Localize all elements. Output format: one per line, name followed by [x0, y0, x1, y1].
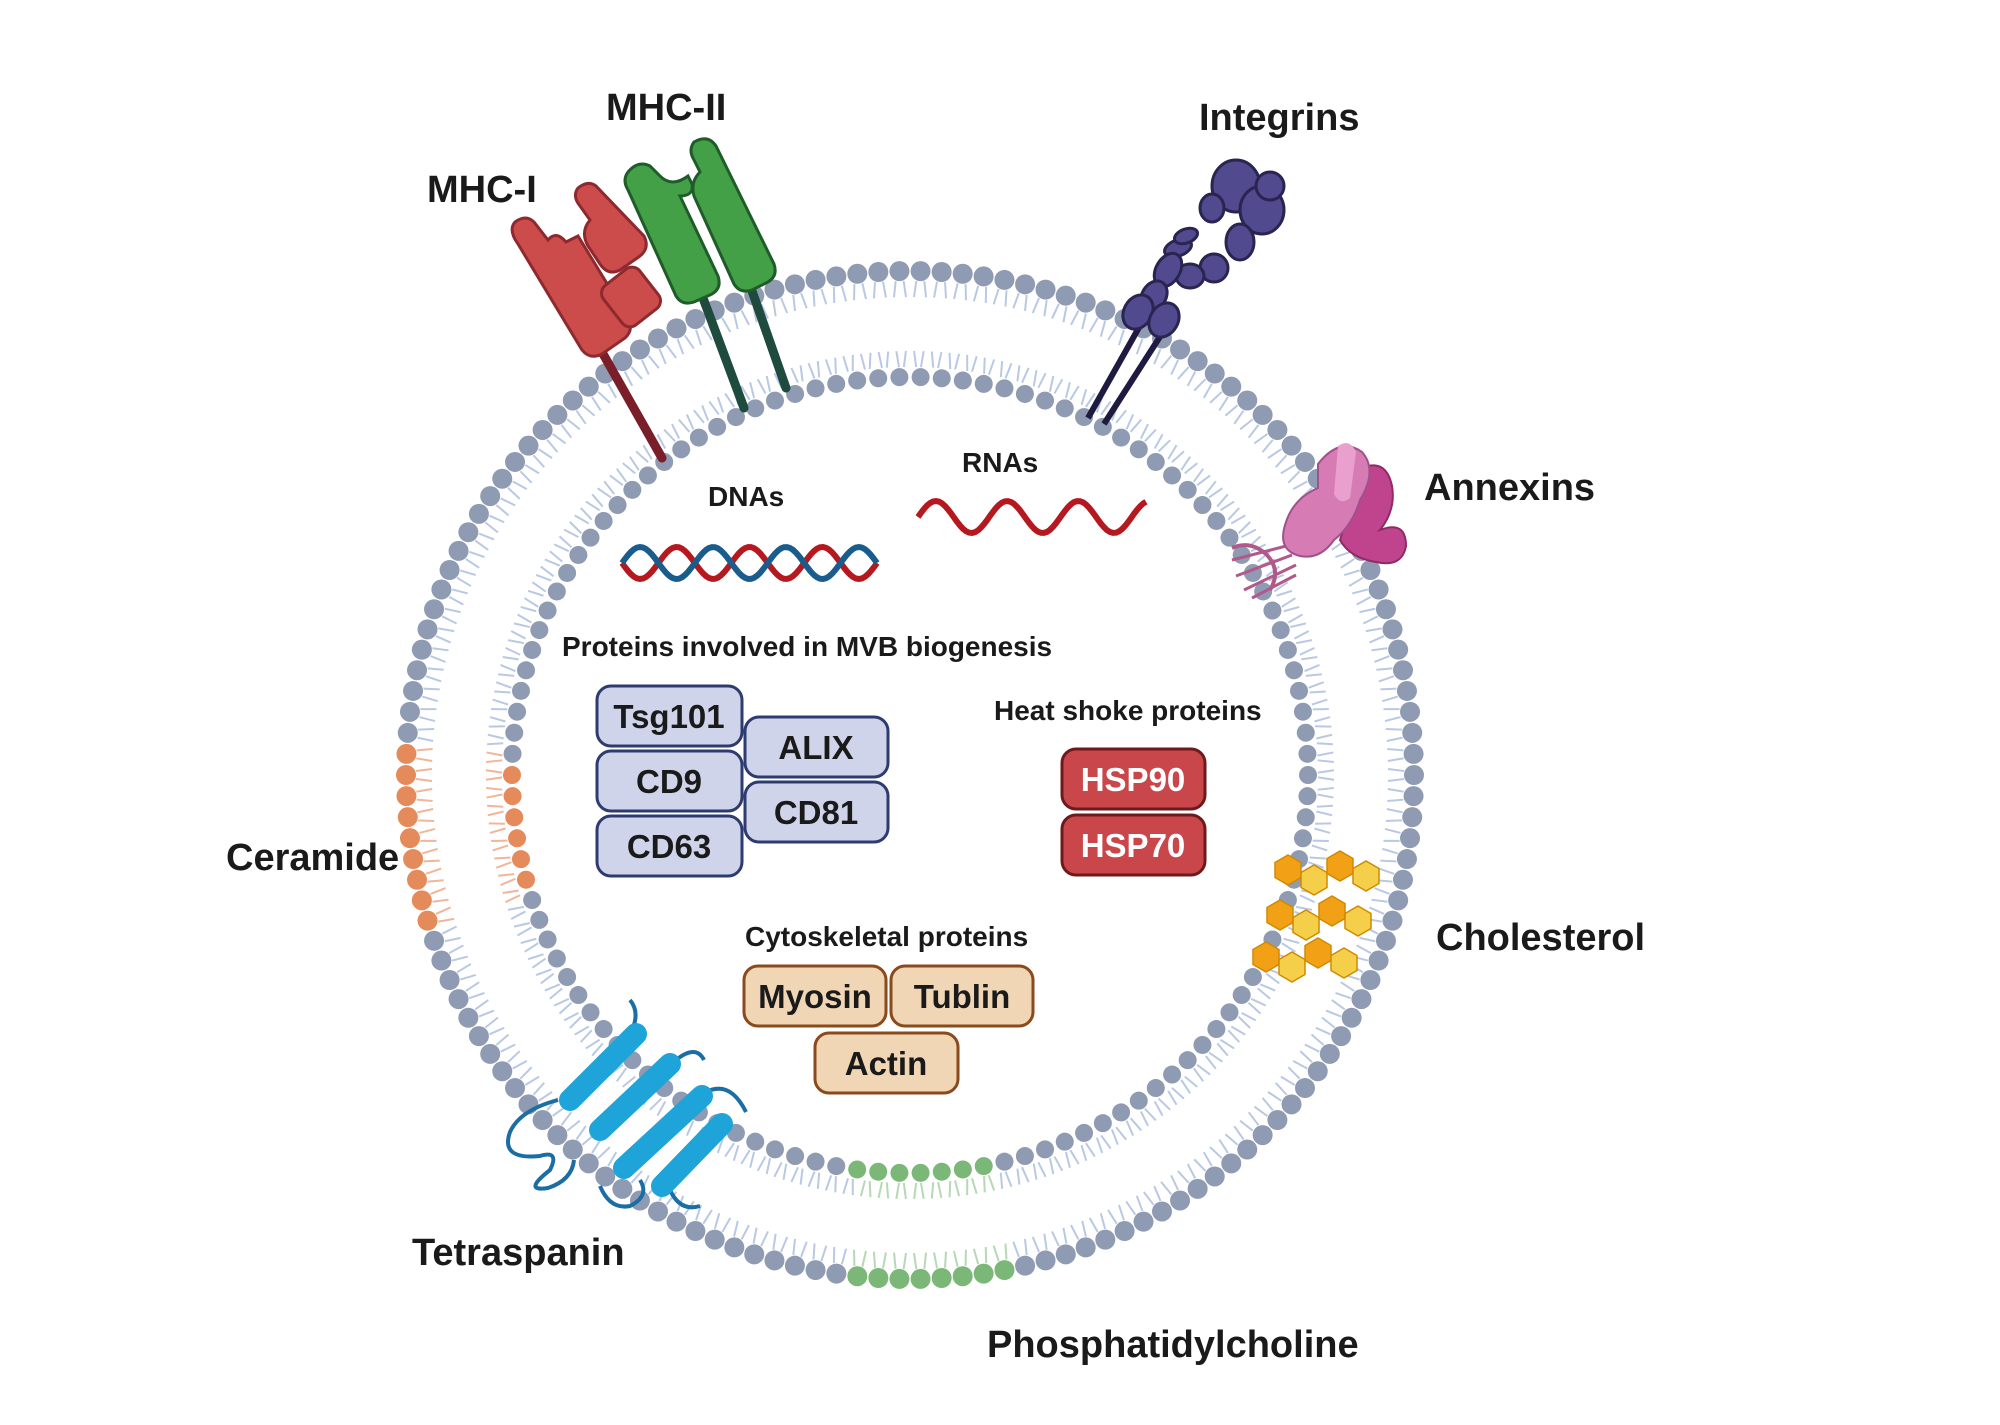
cd81-box	[743, 780, 890, 844]
alix-box	[743, 715, 890, 779]
label-tetraspanin: Tetraspanin	[412, 1232, 625, 1274]
hsp90-label: HSP90	[1081, 761, 1186, 798]
mvb-group-title: Proteins involved in MVB biogenesis	[562, 631, 1052, 662]
ceramide-lipids	[396, 743, 536, 931]
rna-icon	[915, 497, 1148, 537]
hsp-proteins: HSP90 HSP70	[1060, 747, 1207, 877]
hsp-group-title: Heat shoke proteins	[994, 695, 1262, 726]
cytoskeletal-proteins: Myosin Tublin Actin	[742, 964, 1035, 1095]
hsp70-label: HSP70	[1081, 827, 1186, 864]
label-cholesterol: Cholesterol	[1436, 917, 1645, 959]
tsg101-label: Tsg101	[613, 698, 724, 735]
tsg101-box	[595, 684, 744, 748]
dna-icon	[619, 543, 880, 583]
label-ceramide: Ceramide	[226, 837, 399, 879]
myosin-label: Myosin	[758, 978, 872, 1015]
hsp90-box	[1060, 747, 1207, 811]
alix-label: ALIX	[778, 729, 853, 766]
label-integrins: Integrins	[1199, 97, 1359, 139]
actin-label: Actin	[845, 1045, 928, 1082]
label-rnas: RNAs	[962, 447, 1038, 478]
cyto-group-title: Cytoskeletal proteins	[745, 921, 1028, 952]
label-mhc1: MHC-I	[427, 169, 537, 211]
tublin-label: Tublin	[914, 978, 1011, 1015]
label-mhc2: MHC-II	[606, 87, 726, 129]
cd63-label: CD63	[627, 828, 711, 865]
mhc2-icon	[623, 137, 791, 413]
cd81-label: CD81	[774, 794, 858, 831]
lipid-bilayer-membrane	[397, 261, 1424, 1284]
label-annexins: Annexins	[1424, 467, 1595, 509]
cd9-box	[595, 749, 744, 813]
phosphatidylcholine-lipids	[847, 1157, 1015, 1289]
mvb-proteins: Tsg101 CD9 CD63 ALIX CD81	[595, 684, 890, 878]
label-dnas: DNAs	[708, 481, 784, 512]
annexin-icon	[1231, 443, 1408, 600]
tetraspanin-icon	[506, 998, 748, 1210]
actin-box	[813, 1031, 960, 1095]
myosin-box	[742, 964, 888, 1028]
label-phosphatidylcholine: Phosphatidylcholine	[987, 1324, 1359, 1366]
cd9-label: CD9	[636, 763, 702, 800]
hsp70-box	[1060, 813, 1207, 877]
tublin-box	[889, 964, 1035, 1028]
integrin-icon	[1085, 158, 1286, 426]
cholesterol-molecules	[1252, 850, 1380, 983]
cd63-box	[595, 814, 744, 878]
mhc1-icon	[510, 181, 667, 463]
